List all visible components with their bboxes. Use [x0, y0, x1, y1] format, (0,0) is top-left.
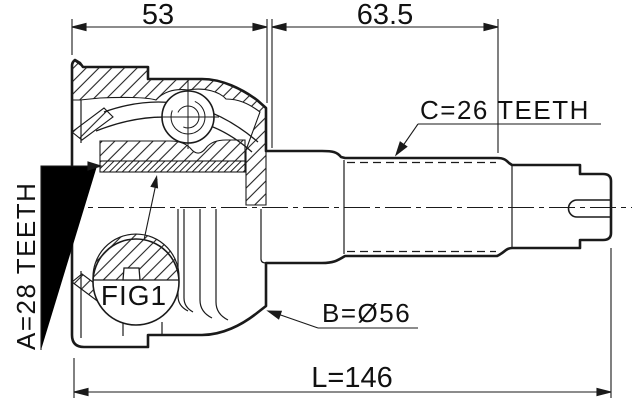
- arrowhead-right: [483, 22, 499, 32]
- label-outer-spline-teeth: C=26 TEETH: [394, 95, 601, 157]
- a-teeth-text: A=28 TEETH: [11, 182, 41, 350]
- arrowhead-right: [252, 22, 268, 32]
- cavity-line-4: [215, 209, 229, 321]
- fig1-spline-tooth-profile: [122, 267, 141, 281]
- cavity-line-1: [177, 209, 189, 312]
- dimension-53: 53: [71, 0, 268, 103]
- arrowhead-left: [271, 22, 287, 32]
- dim-63-5-value: 63.5: [357, 0, 413, 31]
- underline-and-leader: [40, 165, 97, 350]
- inner-race-section: [99, 139, 246, 162]
- label-inner-spline-teeth: A=28 TEETH: [11, 161, 103, 350]
- leader-arrowhead: [394, 141, 408, 157]
- dim-53-value: 53: [142, 0, 174, 31]
- label-body-diameter: B=Ø56: [266, 298, 418, 329]
- cavity-line-2: [183, 209, 194, 313]
- arrowhead-left: [71, 22, 87, 32]
- fig1-label: FIG1: [101, 280, 167, 311]
- dimension-overall-length: L=146: [73, 248, 612, 398]
- cavity-line-3: [199, 209, 213, 319]
- tip-slot: [567, 199, 612, 218]
- cage-wing-top: [71, 107, 114, 141]
- fig1-leader-line: [143, 178, 158, 241]
- joint-internals: [71, 79, 612, 338]
- wall-hatch-region: [71, 60, 267, 206]
- dim-length-value: L=146: [311, 362, 392, 394]
- fig1-leader-arrowhead: [150, 175, 159, 189]
- c-teeth-text: C=26 TEETH: [420, 95, 590, 125]
- leader-arrowhead: [266, 310, 283, 320]
- dimension-63-5: 63.5: [271, 0, 499, 153]
- fig1-detail-balloon: FIG1: [92, 175, 180, 326]
- back-wall-inner-line: [260, 209, 267, 264]
- arrowhead-left: [73, 387, 89, 397]
- fig1-hatch-segment: [92, 233, 180, 281]
- arrowhead-right: [596, 387, 612, 397]
- bell-wall-section: [71, 60, 267, 206]
- inner-spline-band: [99, 160, 246, 173]
- b-diameter-text: B=Ø56: [322, 298, 411, 328]
- leader-arrowhead: [87, 161, 103, 171]
